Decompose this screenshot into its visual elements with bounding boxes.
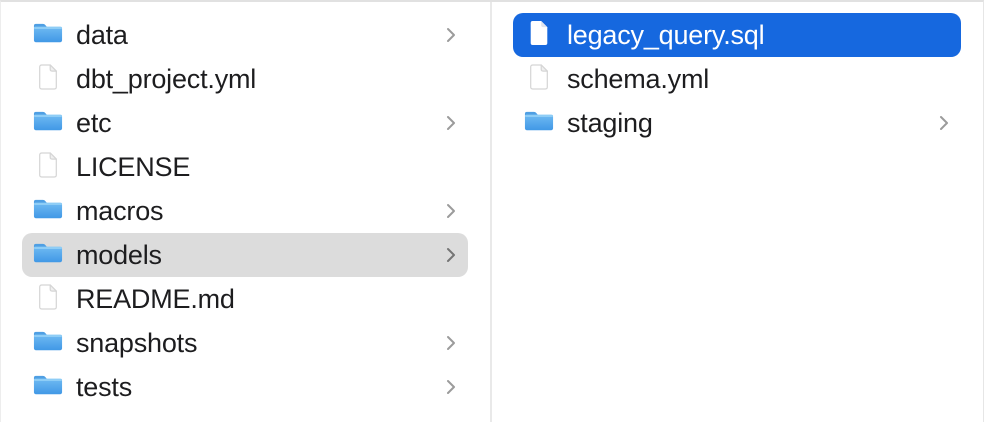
document-icon <box>528 19 550 52</box>
document-icon <box>37 283 59 316</box>
file-row-dbt-project-yml[interactable]: dbt_project.yml <box>22 57 468 101</box>
item-label: macros <box>76 196 164 226</box>
item-icon-slot <box>33 63 63 96</box>
chevron-right-icon <box>446 247 456 263</box>
item-label: tests <box>76 372 133 402</box>
item-icon-slot <box>33 20 63 50</box>
folder-icon <box>33 197 63 225</box>
folder-icon <box>33 373 63 401</box>
folder-icon <box>33 109 63 137</box>
chevron-right-icon <box>446 27 456 43</box>
file-row-legacy-query-sql[interactable]: legacy_query.sql <box>513 13 961 57</box>
item-icon-slot <box>33 372 63 402</box>
folder-icon <box>524 109 554 137</box>
item-label: data <box>76 20 128 50</box>
item-label: models <box>76 240 162 270</box>
item-icon-slot <box>524 20 554 50</box>
item-icon-slot <box>33 328 63 358</box>
chevron-right-icon <box>446 379 456 395</box>
folder-row-etc[interactable]: etc <box>22 101 468 145</box>
document-icon <box>528 63 550 96</box>
item-label: schema.yml <box>567 64 710 94</box>
item-icon-slot <box>524 108 554 138</box>
chevron-right-icon <box>446 335 456 351</box>
item-label: dbt_project.yml <box>76 64 257 94</box>
file-row-license[interactable]: LICENSE <box>22 145 468 189</box>
file-column-left: data <box>1 2 490 422</box>
item-label: LICENSE <box>76 152 191 182</box>
file-row-readme-md[interactable]: README.md <box>22 277 468 321</box>
item-label: etc <box>76 108 112 138</box>
item-icon-slot <box>33 108 63 138</box>
item-icon-slot <box>33 151 63 184</box>
chevron-right-icon <box>939 115 949 131</box>
document-icon <box>37 63 59 96</box>
item-icon-slot <box>33 196 63 226</box>
file-column-right: legacy_query.sql <box>492 2 983 422</box>
folder-icon <box>33 241 63 269</box>
item-label: legacy_query.sql <box>567 20 765 50</box>
item-icon-slot <box>33 240 63 270</box>
folder-row-staging[interactable]: staging <box>513 101 961 145</box>
chevron-right-icon <box>446 203 456 219</box>
folder-icon <box>33 21 63 49</box>
column-resize-divider[interactable] <box>490 2 492 422</box>
folder-icon <box>33 329 63 357</box>
item-label: README.md <box>76 284 235 314</box>
folder-row-models[interactable]: models <box>22 233 468 277</box>
folder-row-snapshots[interactable]: snapshots <box>22 321 468 365</box>
folder-row-tests[interactable]: tests <box>22 365 468 409</box>
item-label: staging <box>567 108 653 138</box>
item-icon-slot <box>524 63 554 96</box>
folder-row-macros[interactable]: macros <box>22 189 468 233</box>
item-label: snapshots <box>76 328 198 358</box>
file-row-schema-yml[interactable]: schema.yml <box>513 57 961 101</box>
document-icon <box>37 151 59 184</box>
chevron-right-icon <box>446 115 456 131</box>
item-icon-slot <box>33 283 63 316</box>
folder-row-data[interactable]: data <box>22 13 468 57</box>
